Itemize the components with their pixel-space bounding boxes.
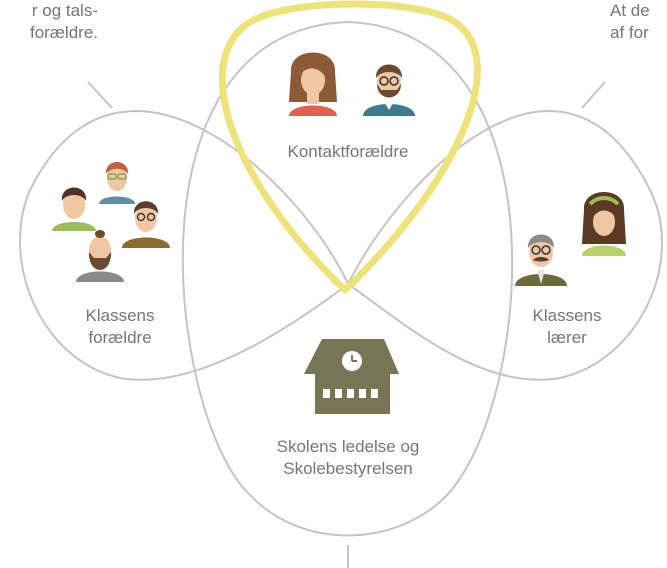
petal-skolens-ledelse: [181, 20, 514, 537]
label-klassens-laerer-line-1: Klassens: [532, 306, 602, 325]
top-left-line-2: forældre.: [29, 23, 98, 42]
man-glasses-avatar-icon: [363, 64, 415, 116]
label-kontaktforaeldre: Kontaktforældre: [258, 141, 438, 163]
label-skolens-ledelse: Skolens ledelse og Skolebestyrelsen: [238, 436, 458, 480]
teacher-man-avatar-icon: [515, 234, 567, 286]
label-klassens-foraeldre-line-1: Klassens: [85, 306, 155, 325]
top-left-line-1: r og tals-: [31, 1, 98, 20]
school-building-icon: [304, 339, 399, 414]
label-skolens-ledelse-line-2: Skolebestyrelsen: [283, 459, 413, 478]
parent-avatar-2-icon: [99, 162, 135, 204]
label-klassens-foraeldre: Klassens forældre: [60, 305, 180, 349]
connector-right: [581, 81, 606, 109]
label-klassens-laerer: Klassens lærer: [512, 305, 622, 349]
label-skolens-ledelse-line-1: Skolens ledelse og: [276, 437, 420, 456]
top-right-partial-text: At de af for: [610, 0, 650, 44]
top-left-partial-text: r og tals- forældre.: [0, 0, 98, 44]
parent-avatar-3-icon: [122, 201, 170, 248]
top-right-line-2: af for: [610, 23, 649, 42]
parent-avatar-1-icon: [52, 187, 96, 231]
teacher-woman-avatar-icon: [582, 192, 626, 256]
parent-avatar-4-icon: [76, 230, 124, 282]
connector-left: [87, 81, 113, 109]
label-kontaktforaeldre-text: Kontaktforældre: [287, 142, 409, 161]
top-right-line-1: At de: [610, 1, 650, 20]
petal-kontaktforaeldre: [218, 0, 481, 294]
label-klassens-foraeldre-line-2: forældre: [88, 328, 152, 347]
woman-avatar-icon: [289, 52, 337, 116]
label-klassens-laerer-line-2: lærer: [547, 328, 587, 347]
